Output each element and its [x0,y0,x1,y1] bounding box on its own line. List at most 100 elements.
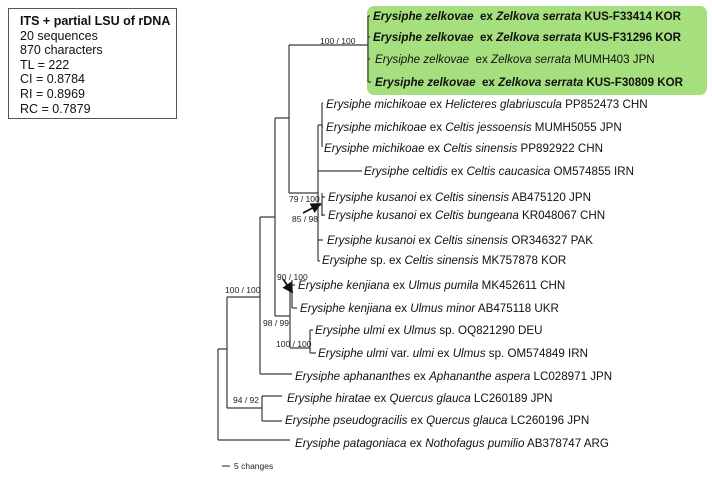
taxon-name: Zelkova serrata [495,31,582,44]
taxon-info: MK757878 KOR [479,254,567,267]
taxon-name: Erysiphe pseudogracilis [285,414,408,427]
taxon-info: AB475120 JPN [509,191,591,204]
taxon-label: Erysiphe zelkovae ex Zelkova serrata KUS… [375,76,684,89]
taxon-info: ex [474,10,497,23]
taxon-info: AB378747 ARG [524,437,608,450]
taxon-name: Erysiphe zelkovae [375,53,470,66]
branch-michikoae [321,102,323,147]
taxon-label: Erysiphe kenjiana ex Ulmus pumila MK4526… [298,279,565,292]
taxon-name: Erysiphe ulmi [318,347,388,360]
taxon-info: ex [427,121,446,134]
taxon-name: Erysiphe ulmi [315,324,385,337]
support-zelkovae: 100 / 100 [320,36,356,46]
taxon-info: ex [416,191,435,204]
taxon-name: Erysiphe kenjiana [298,279,390,292]
taxon-info: ex [427,98,446,111]
taxon-name: Nothofagus pumilio [425,437,525,450]
stats-ri: RI = 0.8969 [20,86,85,101]
branch-f [288,44,368,194]
taxon-name: Erysiphe zelkovae [375,76,476,89]
taxon-info: ex [392,302,411,315]
taxon-label: Erysiphe kusanoi ex Celtis sinensis OR34… [327,234,593,247]
arrow-kenjiana-support [282,278,294,294]
taxon-label: Erysiphe kusanoi ex Celtis bungeana KR04… [328,209,605,222]
taxon-name: Celtis sinensis [435,191,509,204]
taxon-name: Celtis sinensis [443,142,517,155]
taxon-info: ex [469,53,491,66]
stats-characters: 870 characters [20,43,103,58]
taxon-info: MUMH403 JPN [571,53,655,66]
taxon-info: MK452611 CHN [478,279,565,292]
taxon-name: Celtis sinensis [434,234,508,247]
taxon-info: ex [476,76,499,89]
taxon-label: Erysiphe celtidis ex Celtis caucasica OM… [364,165,634,178]
taxon-name: Celtis caucasica [466,165,550,178]
stats-tree-length: TL = 222 [20,57,70,72]
taxon-name: Erysiphe hiratae [287,392,371,405]
support-values: 100 / 100 79 / 100 85 / 98 90 / 100 98 /… [225,36,356,471]
branch-root [217,348,290,441]
taxon-label: Erysiphe pseudogracilis ex Quercus glauc… [285,414,589,427]
taxon-info: ex [390,279,409,292]
taxon-name: Quercus glauca [389,392,471,405]
taxon-info: OR346327 PAK [508,234,593,247]
branch-ingroup [226,296,262,409]
taxon-label: Erysiphe ulmi var. ulmi ex Ulmus sp. OM5… [318,347,588,360]
taxon-info: KUS-F33414 KOR [581,10,681,23]
taxon-name: Erysiphe [322,254,368,267]
stats-title: ITS + partial LSU of rDNA [20,14,171,28]
support-kenjiana: 90 / 100 [277,272,308,282]
taxon-label: Erysiphe aphananthes ex Aphananthe asper… [295,370,612,383]
taxon-label: Erysiphe kenjiana ex Ulmus minor AB47511… [300,302,559,315]
taxon-name: Ulmus [403,324,436,337]
taxon-info: PP892922 CHN [517,142,603,155]
taxon-name: Erysiphe zelkovae [373,31,474,44]
taxon-name: Erysiphe zelkovae [373,10,474,23]
taxon-label: Erysiphe zelkovae ex Zelkova serrata KUS… [373,10,682,23]
taxon-info: ex [415,234,434,247]
branch-kusanoi [321,193,325,216]
branch-zelkovae [367,15,371,83]
taxon-info: ex [410,370,429,383]
branch-d [274,117,290,317]
taxon-name: Zelkova serrata [495,10,582,23]
stats-sequences: 20 sequences [20,28,98,43]
taxon-name: Erysiphe celtidis [364,165,448,178]
scale-bar-label: 5 changes [234,461,273,471]
support-ingroup: 100 / 100 [225,285,261,295]
taxon-info: KUS-F31296 KOR [581,31,681,44]
taxon-label: Erysiphe ulmi ex Ulmus sp. OQ821290 DEU [315,324,542,337]
taxon-name: Erysiphe michikoae [326,98,427,111]
taxon-info: sp. OM574849 IRN [486,347,588,360]
taxon-info: OM574855 IRN [550,165,634,178]
taxon-info: AB475118 UKR [475,302,559,315]
taxon-name: Zelkova serrata [497,76,584,89]
taxon-name: Erysiphe patagoniaca [295,437,407,450]
taxon-name: Celtis bungeana [435,209,519,222]
taxon-info: ex [407,414,426,427]
support-ulmi: 100 / 100 [276,339,312,349]
support-celtis-clade: 79 / 100 [289,194,320,204]
support-kusanoi: 85 / 98 [292,214,318,224]
tree-statistics-box: ITS + partial LSU of rDNA 20 sequences 8… [8,8,177,119]
taxon-label: Erysiphe michikoae ex Helicteres glabriu… [326,98,648,111]
taxon-name: Zelkova serrata [490,53,571,66]
taxon-label: Erysiphe zelkovae ex Zelkova serrata MUM… [375,53,655,66]
taxon-name: Aphananthe aspera [428,370,531,383]
branch-ulmi [309,329,316,354]
taxon-info: KUS-F30809 KOR [583,76,683,89]
tree-branches [217,15,371,467]
highlight-box-zelkovae [367,6,707,95]
taxon-name: Erysiphe kusanoi [327,234,416,247]
taxon-label: Erysiphe michikoae ex Celtis sinensis PP… [324,142,603,155]
taxon-name: Ulmus pumila [408,279,479,292]
taxon-name: ulmi [413,347,435,360]
arrow-kusanoi-support [302,203,322,214]
taxon-info: MUMH5055 JPN [532,121,622,134]
taxon-name: Ulmus minor [410,302,476,315]
taxon-name: Erysiphe kusanoi [328,191,417,204]
taxon-info: ex [371,392,390,405]
taxon-label: Erysiphe kusanoi ex Celtis sinensis AB47… [328,191,591,204]
taxon-label: Erysiphe patagoniaca ex Nothofagus pumil… [295,437,609,450]
